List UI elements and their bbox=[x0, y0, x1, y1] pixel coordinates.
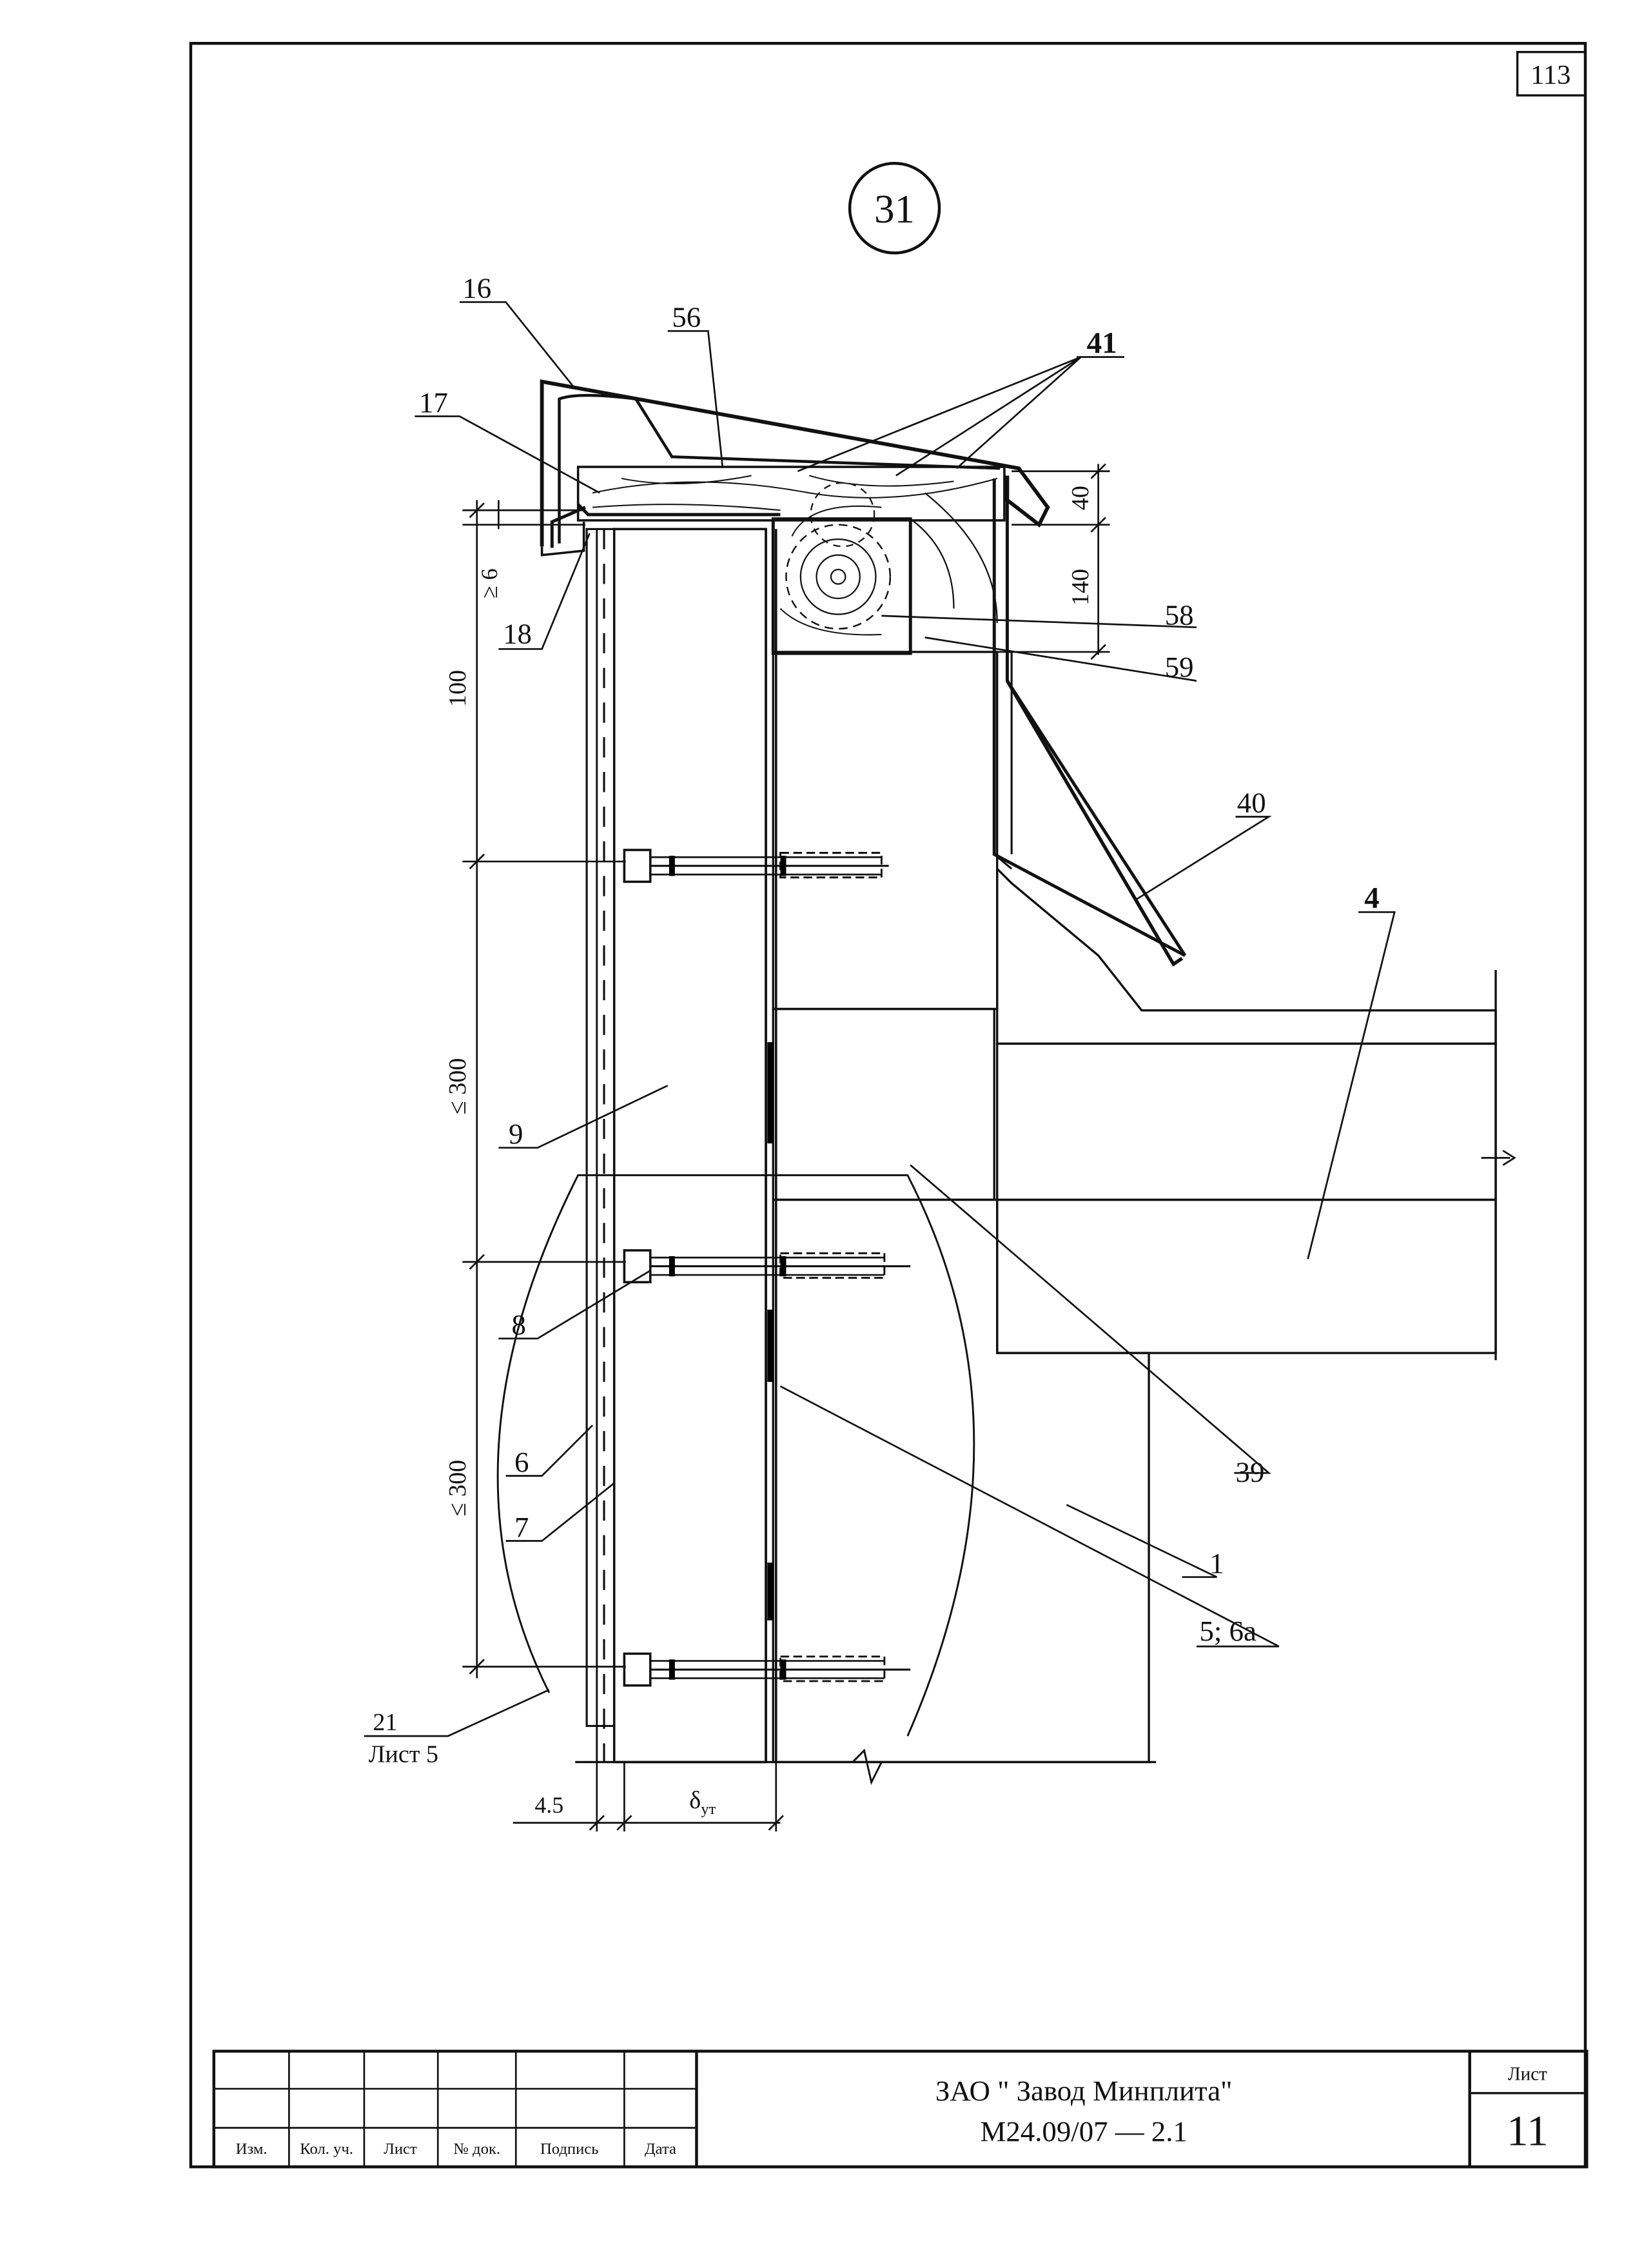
callout-17: 17 bbox=[419, 386, 448, 419]
detail-marker-circle bbox=[848, 162, 941, 255]
floor-slab bbox=[996, 1198, 1497, 1354]
callout-1: 1 bbox=[1209, 1547, 1224, 1579]
concrete-wall bbox=[772, 651, 999, 1011]
tb-sheet-label: Лист bbox=[1508, 2064, 1547, 2085]
title-block bbox=[212, 2049, 1589, 2169]
dim-le300-top: ≤ 300 bbox=[444, 1058, 471, 1115]
callout-5-6a: 5; 6а bbox=[1200, 1615, 1257, 1647]
parapet-board bbox=[576, 466, 1006, 522]
roof-screed-fill bbox=[996, 866, 1497, 1045]
tb-kol-uch: Кол. уч. bbox=[300, 2140, 353, 2158]
roof-flashing bbox=[992, 478, 1187, 957]
callout-9: 9 bbox=[509, 1118, 523, 1150]
callout-21-sheet-ref: Лист 5 bbox=[369, 1740, 438, 1768]
corner-number: 113 bbox=[1530, 60, 1570, 90]
callout-41: 41 bbox=[1087, 326, 1117, 360]
dim-delta-ut: δут bbox=[689, 1787, 716, 1818]
callout-40: 40 bbox=[1237, 787, 1266, 819]
dim-140: 140 bbox=[1067, 569, 1094, 606]
base-plaster-layer bbox=[585, 528, 616, 1728]
callout-39: 39 bbox=[1236, 1456, 1265, 1488]
tb-doc-code: М24.09/07 — 2.1 bbox=[981, 2115, 1188, 2147]
tb-podpis: Подпись bbox=[540, 2140, 599, 2158]
sheet-frame bbox=[189, 41, 1587, 2169]
callout-6: 6 bbox=[514, 1446, 529, 1478]
callout-16: 16 bbox=[462, 272, 491, 304]
dim-100: 100 bbox=[444, 670, 471, 707]
callout-56: 56 bbox=[672, 301, 701, 333]
anchor-dowel-1 bbox=[623, 849, 889, 883]
dim-le300-bottom: ≤ 300 bbox=[444, 1460, 471, 1517]
bottom-dimension-chain bbox=[513, 1762, 784, 1832]
callout-18: 18 bbox=[503, 617, 532, 649]
callout-7: 7 bbox=[514, 1511, 529, 1543]
callout-8: 8 bbox=[512, 1308, 526, 1341]
left-dimension-chain bbox=[462, 500, 626, 1679]
anchor-dowel-3 bbox=[623, 1652, 911, 1687]
tb-izm: Изм. bbox=[236, 2140, 268, 2158]
callout-58: 58 bbox=[1165, 598, 1194, 631]
tb-data: Дата bbox=[645, 2140, 676, 2158]
parapet-lower-block bbox=[772, 1007, 995, 1201]
roof-insulation bbox=[996, 1042, 1497, 1201]
dim-4-5: 4.5 bbox=[534, 1792, 563, 1818]
anchor-dowel-2 bbox=[623, 1249, 911, 1284]
tb-sheet-number: 11 bbox=[1507, 2106, 1549, 2155]
tb-ndok: № док. bbox=[453, 2140, 500, 2158]
callout-21: 21 bbox=[373, 1709, 397, 1736]
dim-ge6: ≥ 6 bbox=[476, 568, 502, 598]
facade-insulation bbox=[612, 528, 767, 1764]
callout-4: 4 bbox=[1364, 882, 1380, 915]
tb-list: Лист bbox=[384, 2140, 417, 2158]
callout-59: 59 bbox=[1165, 651, 1194, 683]
tb-company: ЗАО " Завод Минплита" bbox=[935, 2075, 1233, 2107]
detail-number: 31 bbox=[874, 186, 915, 232]
corner-number-box bbox=[1516, 50, 1587, 97]
wooden-bar bbox=[771, 517, 912, 655]
detail-reference-arc bbox=[496, 1174, 975, 1737]
dim-40: 40 bbox=[1067, 486, 1094, 510]
leader-lines bbox=[364, 301, 1396, 1737]
metal-cap-flashing bbox=[540, 379, 1050, 547]
